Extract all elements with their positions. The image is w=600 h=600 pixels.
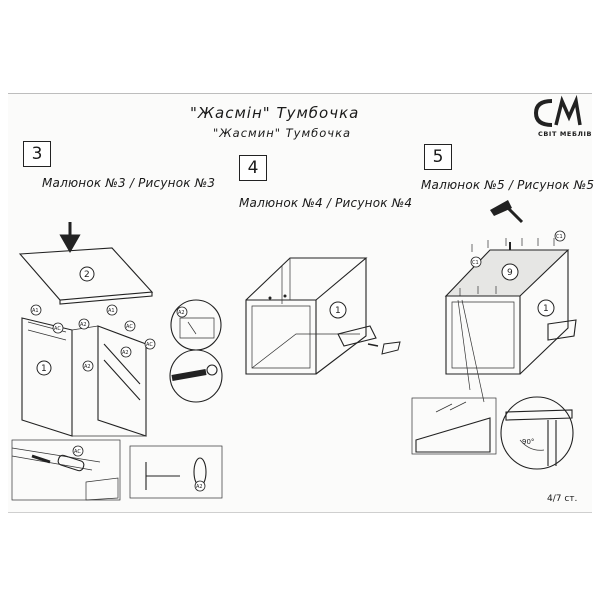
detail-magnifier-bottom	[169, 349, 223, 403]
part-label-9: 9	[507, 268, 513, 278]
part-label-2: 2	[84, 270, 90, 280]
svg-text:C1: C1	[556, 234, 563, 240]
right-angle-label: 90°	[522, 438, 534, 446]
svg-text:AC: AC	[126, 324, 133, 330]
dowel-inset	[11, 439, 121, 501]
hand-push-icon	[381, 341, 401, 355]
nailing-inset	[411, 397, 497, 455]
screwdriver-icon	[171, 369, 207, 381]
svg-text:AC: AC	[54, 326, 61, 332]
back-panel-insert	[337, 325, 377, 347]
step-4-caption: Малюнок №4 / Рисунок №4	[239, 196, 413, 210]
svg-text:A2: A2	[84, 364, 91, 370]
svg-text:A2: A2	[196, 484, 203, 490]
svg-text:AC: AC	[146, 342, 153, 348]
down-arrow-icon	[59, 222, 81, 254]
dowel-icon	[57, 454, 85, 472]
page-number: 4/7 ст.	[547, 494, 578, 504]
svg-text:AC: AC	[74, 449, 81, 455]
part-label-1-step5: 1	[543, 304, 549, 314]
step-4-number: 4	[239, 155, 267, 181]
step-3-caption: Малюнок №3 / Рисунок №3	[42, 176, 216, 190]
right-angle-magnifier	[500, 396, 574, 470]
svg-text:A2: A2	[80, 322, 87, 328]
svg-text:A2: A2	[122, 350, 129, 356]
hammer-icon	[490, 200, 512, 216]
brand-logo: СМ	[522, 94, 596, 139]
part-label-1-step3: 1	[41, 364, 47, 374]
title-ukrainian: "Жасмін" Тумбочка	[190, 104, 360, 122]
svg-text:C1: C1	[472, 260, 479, 266]
brand-logo-icon: СМ	[533, 94, 582, 127]
step-3-number: 3	[23, 141, 51, 167]
brand-name: СВІТ МЕБЛІВ	[538, 130, 593, 138]
title-russian: "Жасмин" Тумбочка	[213, 126, 352, 140]
part-label-1-step4: 1	[335, 306, 341, 316]
instruction-sheet	[8, 93, 592, 513]
svg-text:A1: A1	[32, 308, 39, 314]
step-5-caption: Малюнок №5 / Рисунок №5	[421, 178, 595, 192]
insert-arrow-icon	[31, 454, 51, 464]
fitting-callouts: A1 A1 AC A2 AC A2 A2 AC	[30, 304, 156, 372]
cam-inset	[129, 445, 223, 499]
svg-text:A2: A2	[178, 310, 185, 316]
step-5-number: 5	[424, 144, 452, 170]
svg-text:A1: A1	[108, 308, 115, 314]
